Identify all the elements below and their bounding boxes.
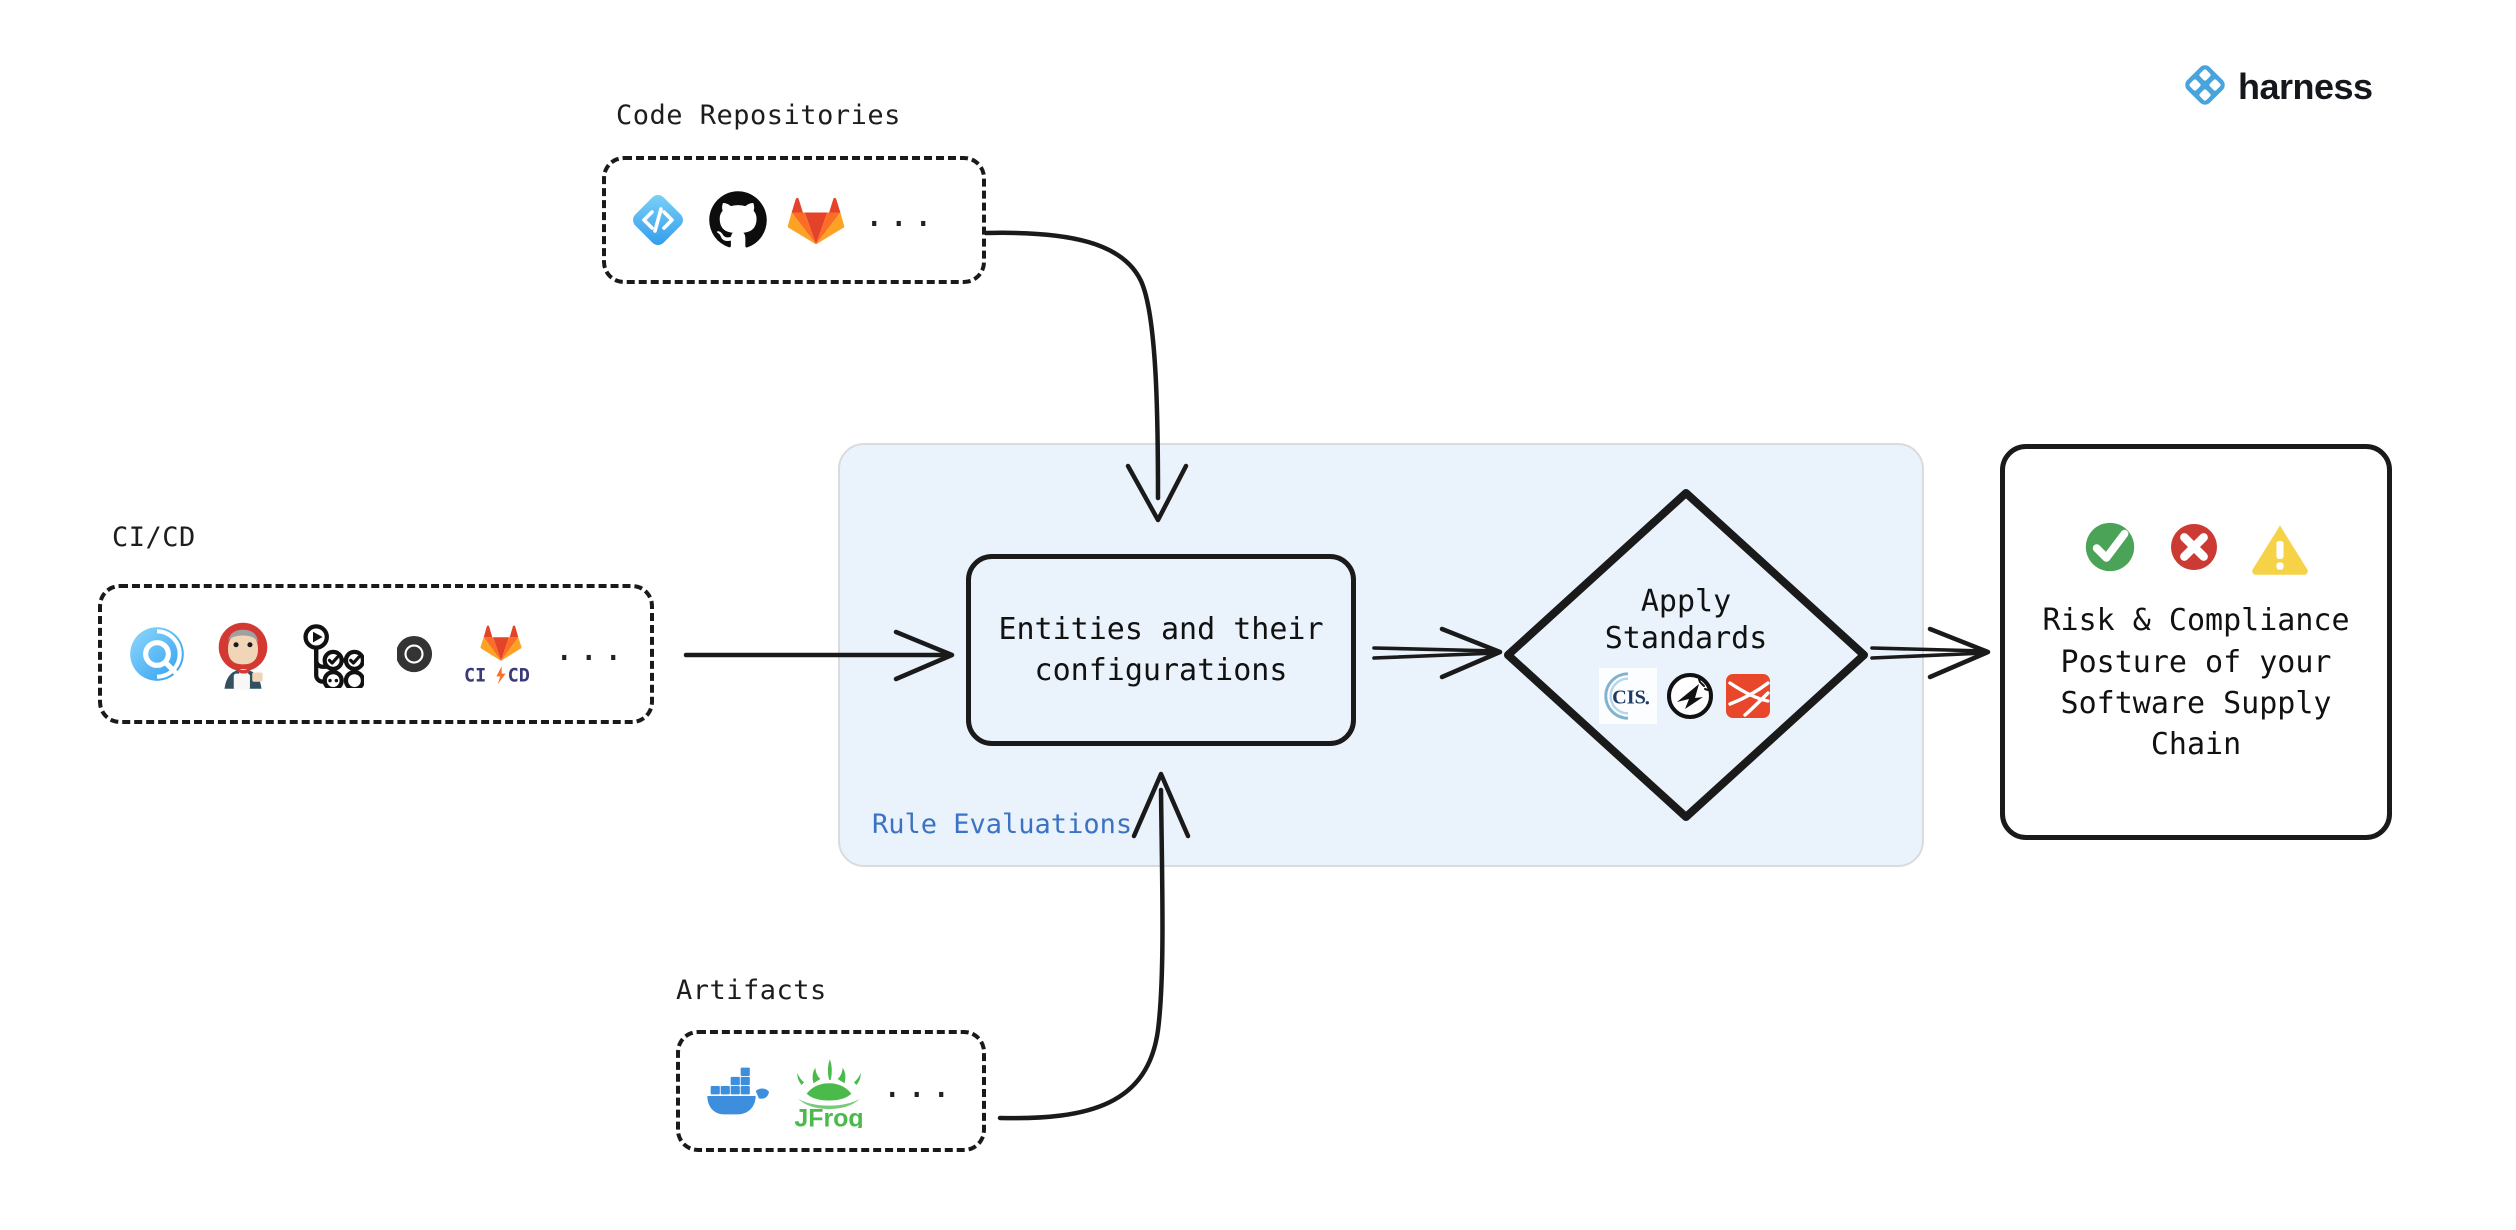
jfrog-icon: JFrog — [794, 1054, 864, 1128]
pass-check-icon — [2081, 518, 2139, 580]
artifacts-more: ... — [882, 1066, 956, 1106]
code-repositories-label: Code Repositories — [616, 100, 901, 131]
harness-cicd-icon — [124, 621, 190, 687]
standards-diamond-shape — [1504, 489, 1868, 821]
entities-node[interactable]: Entities and their configurations — [966, 554, 1356, 746]
github-icon — [708, 190, 768, 250]
code-repositories-more: ... — [864, 195, 938, 235]
harness-brand: harness — [2182, 62, 2373, 112]
status-icon-row — [2081, 518, 2311, 580]
artifacts-to-entities-arrow — [997, 771, 1191, 1121]
svg-text:JFrog: JFrog — [794, 1104, 863, 1128]
harness-code-icon — [626, 188, 690, 252]
jenkins-icon — [206, 617, 280, 691]
svg-text:CD: CD — [508, 666, 530, 687]
code-repos-to-entities-arrow — [983, 230, 1189, 523]
outcome-line-2: Posture of your — [2060, 644, 2332, 680]
entities-node-text: Entities and their configurations — [998, 609, 1323, 692]
svg-text:CIS: CIS — [1612, 686, 1646, 708]
slsa-icon — [1665, 671, 1715, 725]
harness-wordmark: harness — [2238, 66, 2373, 107]
circleci-icon — [380, 620, 448, 688]
fail-cross-icon — [2165, 518, 2223, 580]
standards-icon-row: CIS — [1599, 667, 1773, 728]
rule-evaluations-label: Rule Evaluations — [872, 809, 1133, 840]
docker-icon — [702, 1061, 776, 1121]
outcome-line-1: Risk & Compliance — [2042, 603, 2350, 639]
harness-diamond-logo — [2182, 62, 2228, 112]
code-repositories-box[interactable]: ... — [602, 156, 986, 284]
outcome-line-4: Chain — [2150, 727, 2242, 763]
standards-to-outcome-arrow — [1870, 626, 1991, 680]
cicd-more: ... — [554, 629, 628, 669]
warning-triangle-icon — [2249, 518, 2311, 580]
entities-line-2: configurations — [1034, 653, 1288, 688]
cis-benchmark-icon: CIS — [1599, 667, 1657, 728]
standards-line-2: Standards — [1604, 621, 1768, 656]
cicd-box[interactable]: CI CD ... — [98, 584, 654, 724]
cicd-to-entities-arrow — [683, 629, 955, 682]
artifacts-label: Artifacts — [676, 975, 827, 1006]
github-actions-icon — [296, 620, 364, 688]
standards-line-1: Apply — [1640, 583, 1732, 619]
outcome-node[interactable]: Risk & Compliance Posture of your Softwa… — [2000, 444, 2392, 840]
standards-node[interactable]: Apply Standards CIS — [1500, 485, 1872, 825]
openssf-scorecard-icon — [1723, 671, 1773, 725]
entities-to-standards-arrow — [1372, 626, 1503, 680]
artifacts-box[interactable]: JFrog ... — [676, 1030, 986, 1152]
cicd-label: CI/CD — [112, 522, 196, 553]
outcome-node-text: Risk & Compliance Posture of your Softwa… — [2042, 600, 2349, 766]
entities-line-1: Entities and their — [998, 611, 1324, 647]
outcome-line-3: Software Supply — [2060, 686, 2332, 721]
svg-text:CI: CI — [464, 666, 486, 687]
standards-node-text: Apply Standards — [1605, 583, 1768, 658]
gitlab-icon — [786, 190, 846, 250]
gitlab-cicd-icon: CI CD — [464, 620, 538, 688]
